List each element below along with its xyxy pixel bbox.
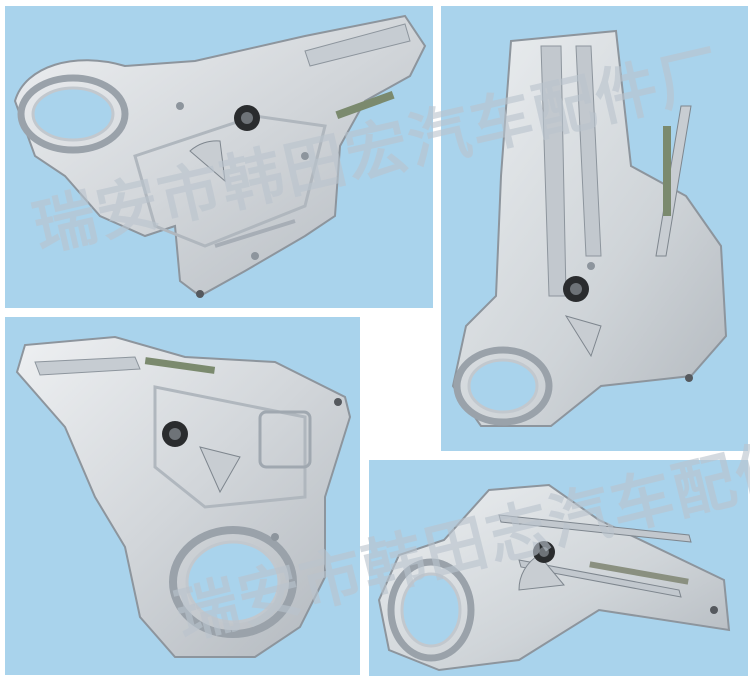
photo-regulator-front-view [5, 6, 433, 308]
regulator-plate-drawing [15, 335, 352, 658]
regulator-plate-drawing [451, 29, 728, 427]
photo-regulator-angled-view [369, 460, 748, 676]
regulator-plate-drawing [377, 483, 731, 672]
regulator-plate-drawing [13, 14, 427, 298]
photo-regulator-rear-view [5, 317, 360, 675]
photo-regulator-side-view [441, 6, 748, 451]
